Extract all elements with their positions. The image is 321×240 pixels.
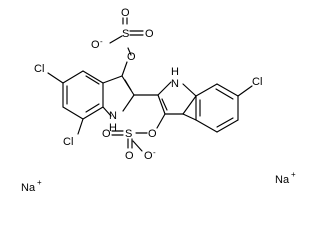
bottom-sulfate-o-left: O bbox=[102, 128, 111, 140]
sodium-left-charge: + bbox=[37, 178, 42, 187]
top-sulfate-o-link: O bbox=[127, 51, 136, 63]
bottom-sulfate-o-link: O bbox=[148, 128, 157, 140]
top-sulfate-bonds bbox=[109, 17, 144, 77]
bottom-sulfate-s: S bbox=[125, 128, 132, 140]
bottom-sulfate-o-down: O bbox=[125, 150, 134, 162]
bottom-sulfate-bonds bbox=[111, 113, 166, 152]
right-nh-h: H bbox=[171, 66, 179, 78]
left-benzene-ring bbox=[62, 70, 104, 120]
chlorine-7-label: Cl bbox=[63, 136, 73, 148]
top-sulfate-s: S bbox=[122, 28, 129, 40]
chlorine-6-label: Cl bbox=[252, 76, 262, 88]
top-sulfate-o-minus: O bbox=[91, 39, 100, 51]
left-pyrrole-ring bbox=[102, 75, 135, 117]
bond-cl7 bbox=[77, 118, 84, 135]
sodium-left-label: Na bbox=[21, 182, 36, 194]
bottom-sulfate-o-minus: O bbox=[144, 150, 153, 162]
left-nh-n: N bbox=[109, 110, 117, 122]
bond-cl6 bbox=[237, 85, 253, 97]
left-nh-h: H bbox=[109, 122, 117, 134]
chemical-structure-diagram: O - O S O O O S O O O - Cl Cl Cl N H H N… bbox=[21, 7, 296, 194]
sodium-right-charge: + bbox=[291, 170, 296, 179]
right-benzene-ring bbox=[182, 83, 239, 133]
top-sulfate-o-minus-charge: - bbox=[100, 37, 103, 46]
chlorine-5-label: Cl bbox=[34, 63, 44, 75]
top-sulfate-o-up: O bbox=[121, 7, 130, 19]
right-nh-n: N bbox=[171, 78, 179, 90]
sodium-right-label: Na bbox=[275, 174, 290, 186]
right-pyrrole-ring bbox=[157, 81, 197, 115]
top-sulfate-o-right: O bbox=[145, 28, 154, 40]
structure-canvas: O - O S O O O S O O O - Cl Cl Cl N H H N… bbox=[21, 7, 296, 194]
bottom-sulfate-o-minus-charge: - bbox=[153, 148, 156, 157]
bond-cl5 bbox=[47, 72, 64, 84]
